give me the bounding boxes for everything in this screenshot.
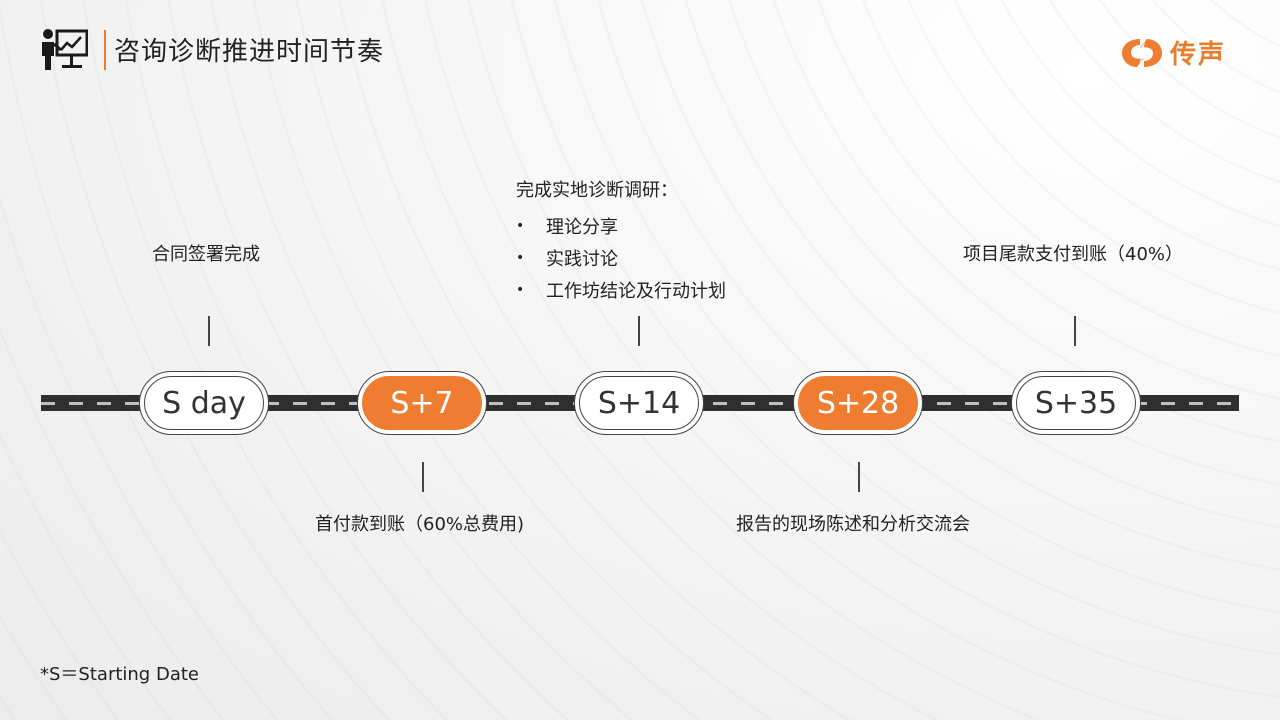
milestone-s28: S+28	[793, 371, 923, 435]
brand-logo-icon	[1122, 38, 1162, 67]
page-title: 咨询诊断推进时间节奏	[114, 37, 385, 67]
milestone-label: S+35	[1016, 376, 1136, 430]
connector-s28	[858, 462, 860, 492]
list-item: • 实践讨论	[516, 242, 726, 274]
list-item-text: 实践讨论	[546, 249, 618, 270]
connector-s7	[422, 462, 424, 492]
connector-s14	[638, 316, 640, 346]
milestone-label: S+14	[579, 376, 699, 430]
milestone-s35: S+35	[1011, 371, 1141, 435]
list-item-text: 工作坊结论及行动计划	[546, 281, 726, 302]
milestone-label: S+7	[362, 376, 482, 430]
annotation-s35: 项目尾款支付到账（40%）	[963, 244, 1184, 265]
brand-logo: 传声	[1120, 34, 1226, 71]
milestone-s7: S+7	[357, 371, 487, 435]
presenter-chart-icon	[42, 29, 88, 70]
annotation-s14: 完成实地诊断调研： • 理论分享 • 实践讨论 • 工作坊结论及行动计划	[516, 176, 726, 306]
list-item: • 工作坊结论及行动计划	[516, 274, 726, 306]
list-item-text: 理论分享	[546, 217, 618, 238]
milestone-label: S+28	[798, 376, 918, 430]
connector-sday	[208, 316, 210, 346]
milestone-s14: S+14	[574, 371, 704, 435]
bullet-icon: •	[516, 250, 525, 266]
annotation-s7: 首付款到账（60%总费用)	[315, 514, 525, 535]
brand-logo-text: 传声	[1170, 40, 1227, 70]
footnote: *S＝Starting Date	[40, 664, 199, 685]
annotation-s28: 报告的现场陈述和分析交流会	[736, 514, 970, 535]
annotation-sday: 合同签署完成	[152, 244, 260, 265]
annotation-s14-heading: 完成实地诊断调研：	[516, 180, 678, 201]
milestone-sday: S day	[139, 371, 269, 435]
list-item: • 理论分享	[516, 210, 726, 242]
header-divider	[104, 30, 106, 70]
connector-s35	[1074, 316, 1076, 346]
milestone-label: S day	[144, 376, 264, 430]
bullet-icon: •	[516, 218, 525, 234]
bullet-icon: •	[516, 282, 525, 298]
